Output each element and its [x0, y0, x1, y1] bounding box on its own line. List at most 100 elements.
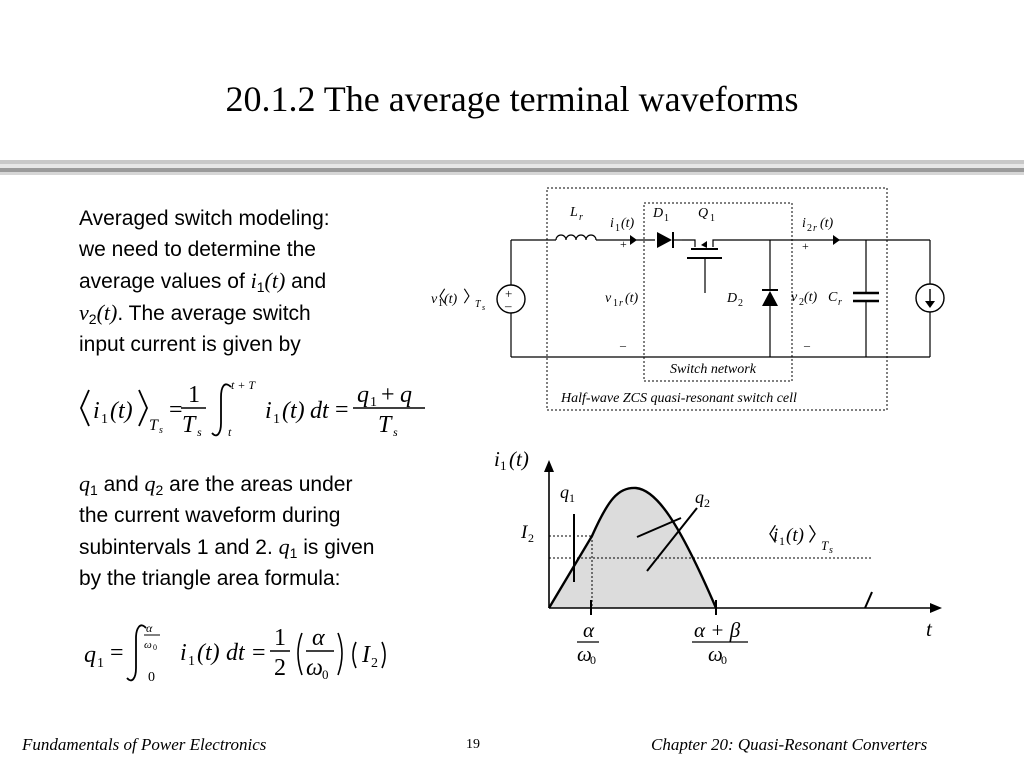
svg-text:2: 2	[528, 531, 534, 545]
svg-text:Q: Q	[698, 206, 708, 221]
svg-text:2: 2	[799, 297, 804, 308]
svg-text:1: 1	[615, 223, 620, 234]
svg-text:r: r	[838, 297, 842, 308]
svg-text:C: C	[828, 290, 838, 305]
svg-text:2: 2	[738, 298, 743, 309]
q-area-fill	[549, 487, 716, 608]
svg-text:+: +	[620, 237, 627, 251]
svg-text:T: T	[149, 417, 159, 434]
svg-text:dt: dt	[226, 640, 246, 666]
svg-text:α: α	[312, 625, 325, 651]
svg-text:ω: ω	[306, 655, 323, 681]
svg-text:1: 1	[274, 625, 286, 651]
svg-text:1: 1	[779, 534, 785, 548]
footer-book-title: Fundamentals of Power Electronics	[22, 735, 267, 754]
svg-text:s: s	[482, 303, 485, 312]
svg-text:〈: 〈	[430, 289, 446, 306]
svg-text:1: 1	[613, 298, 618, 309]
diode-d2	[762, 291, 778, 306]
svg-text:2: 2	[274, 655, 286, 681]
svg-text:Switch network: Switch network	[670, 362, 757, 377]
svg-text:T: T	[378, 412, 393, 438]
svg-text:q: q	[560, 482, 569, 502]
svg-text:1: 1	[188, 382, 200, 408]
svg-text:r: r	[579, 212, 583, 223]
svg-text:(t): (t)	[820, 216, 834, 231]
svg-text:v: v	[791, 290, 798, 305]
svg-text:–: –	[803, 338, 811, 352]
svg-text:i: i	[265, 398, 272, 424]
svg-text:α: α	[146, 621, 153, 635]
svg-text:Half-wave ZCS quasi-resonant s: Half-wave ZCS quasi-resonant switch cell	[560, 391, 797, 406]
svg-text:1: 1	[188, 654, 195, 669]
svg-text:i: i	[802, 216, 806, 231]
svg-text:(t): (t)	[282, 398, 305, 424]
svg-text:〈: 〈	[758, 524, 777, 546]
svg-text:i: i	[494, 447, 500, 471]
svg-text:q: q	[695, 487, 704, 507]
svg-text:s: s	[197, 425, 202, 439]
diode-d1	[657, 232, 672, 248]
svg-text:i: i	[180, 640, 187, 666]
svg-text:(t): (t)	[197, 640, 220, 666]
svg-text:L: L	[569, 205, 578, 220]
svg-text:r: r	[619, 298, 623, 309]
svg-text:0: 0	[322, 667, 329, 682]
svg-text:–: –	[619, 338, 627, 352]
footer-page-number: 19	[466, 737, 480, 752]
svg-text:+: +	[802, 239, 809, 253]
svg-text:+: +	[381, 382, 395, 408]
svg-text:=: =	[252, 640, 266, 666]
svg-text:s: s	[159, 425, 163, 436]
svg-text:2: 2	[807, 223, 812, 234]
svg-text:=: =	[335, 397, 349, 423]
svg-text:D: D	[652, 206, 663, 221]
svg-text:1: 1	[370, 395, 377, 410]
mosfet-q1	[682, 239, 770, 293]
svg-text:0: 0	[590, 653, 596, 667]
svg-text:0: 0	[148, 670, 155, 685]
page-title: 20.1.2 The average terminal waveforms	[225, 79, 799, 119]
svg-text:s: s	[393, 425, 398, 439]
svg-text:1: 1	[569, 491, 575, 505]
svg-text:–: –	[504, 298, 512, 313]
svg-text:+: +	[505, 286, 512, 301]
svg-text:α: α	[583, 618, 595, 642]
svg-text:0: 0	[721, 653, 727, 667]
svg-text:r: r	[813, 223, 817, 234]
svg-text:v: v	[605, 291, 612, 306]
svg-text:1: 1	[664, 213, 669, 224]
svg-text:α + β: α + β	[694, 618, 741, 642]
svg-text:〉: 〉	[463, 289, 479, 306]
svg-text:=: =	[169, 397, 183, 423]
svg-text:1: 1	[97, 656, 104, 671]
footer-chapter-title: Chapter 20: Quasi-Resonant Converters	[651, 735, 928, 754]
switch-cell-schematic: + – L r i 1 (t) + D 1 Q 1 i 2 r (t) + v …	[430, 187, 945, 411]
svg-text:T: T	[182, 412, 197, 438]
waveform-curve	[547, 486, 718, 609]
svg-text:t: t	[228, 425, 232, 439]
svg-text:1: 1	[273, 412, 280, 427]
svg-text:(t): (t)	[509, 447, 529, 471]
equation-q1-triangle: q 1 = α ω 0 0 i 1 (t) dt = 1 2 α ω 0 I 2	[84, 621, 386, 685]
svg-text:t + T: t + T	[231, 378, 256, 392]
svg-text:(t): (t)	[621, 216, 635, 231]
svg-text:(t): (t)	[110, 398, 133, 424]
paragraph-areas: q1 and q2 are the areas under the curren…	[79, 471, 375, 590]
svg-text:(t): (t)	[786, 525, 804, 546]
svg-text:q: q	[84, 642, 96, 668]
svg-text:1: 1	[710, 213, 715, 224]
svg-text:1: 1	[101, 412, 108, 427]
current-waveform-plot: i 1 (t) q 1 q 2 I 2 〈 i 1 (t) 〉 T s t α …	[494, 447, 942, 667]
svg-text:0: 0	[153, 643, 157, 652]
svg-text:D: D	[726, 291, 737, 306]
svg-text:T: T	[475, 299, 482, 310]
svg-text:2: 2	[704, 496, 710, 510]
svg-text:ω: ω	[708, 642, 723, 666]
svg-text:(t): (t)	[804, 290, 818, 305]
svg-text:I: I	[361, 642, 371, 668]
svg-text:s: s	[829, 545, 833, 556]
svg-text:i: i	[610, 216, 614, 231]
switch-network-boundary	[643, 202, 793, 382]
svg-text:q: q	[357, 382, 369, 408]
